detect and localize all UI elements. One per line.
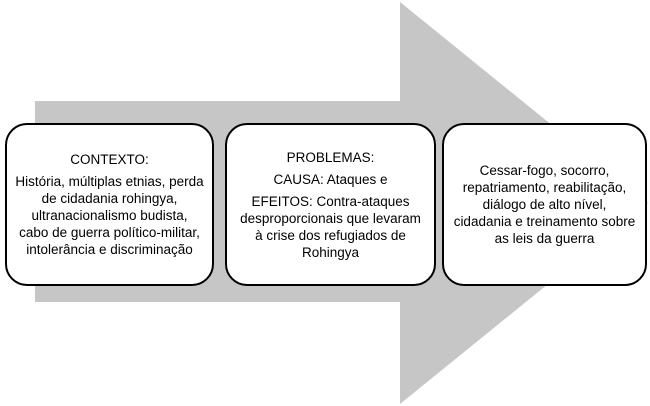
problems-cause: CAUSA: Ataques e [273, 171, 388, 187]
problems-effects: EFEITOS: Contra-ataques desproporcionais… [240, 193, 421, 260]
solutions-body: Cessar-fogo, socorro, repatriamento, rea… [453, 163, 636, 246]
context-body: História, múltiplas etnias, perda de cid… [15, 174, 204, 257]
solutions-box: Cessar-fogo, socorro, repatriamento, rea… [442, 123, 647, 286]
context-title: CONTEXTO: [70, 152, 149, 167]
context-box: CONTEXTO: História, múltiplas etnias, pe… [5, 123, 214, 286]
problems-title: PROBLEMAS: [286, 149, 375, 165]
problems-box: PROBLEMAS: CAUSA: Ataques e EFEITOS: Con… [225, 123, 436, 286]
